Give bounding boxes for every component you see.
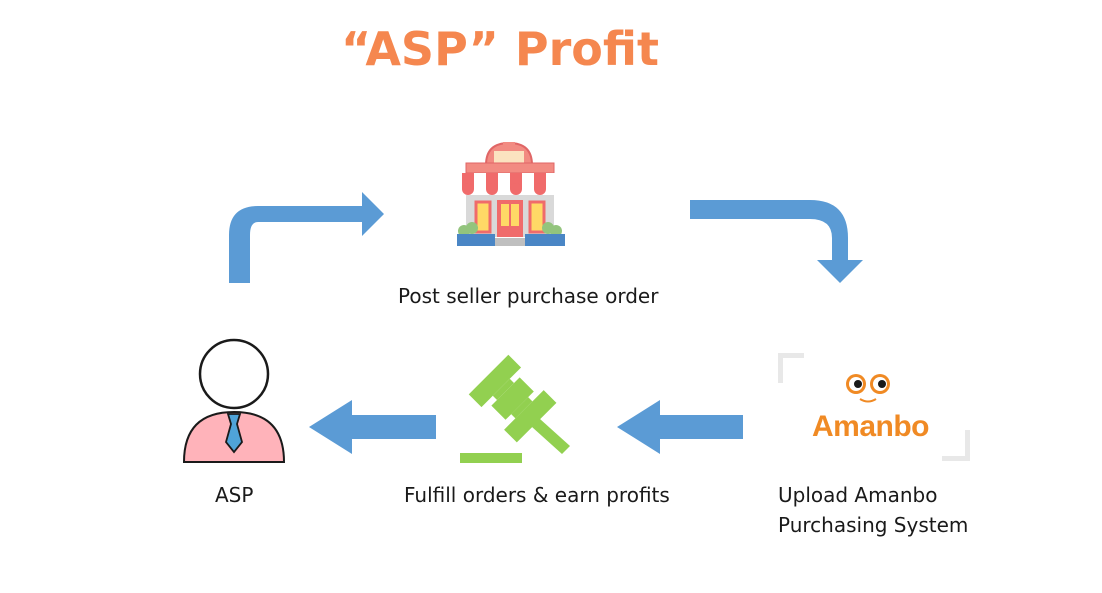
amanbo-logo-frame <box>778 353 970 461</box>
arrow-gavel-to-asp <box>309 400 436 454</box>
storefront-icon <box>457 141 565 246</box>
amanbo-mascot-icon <box>846 374 890 403</box>
page-title: “ASP” Profit <box>341 22 659 76</box>
upload-label-line2: Purchasing System <box>778 513 969 537</box>
asp-label: ASP <box>215 483 254 507</box>
arrow-amanbo-to-gavel <box>617 400 743 454</box>
arrow-store-to-amanbo <box>690 200 863 283</box>
post-order-label: Post seller purchase order <box>398 284 659 308</box>
fulfill-label: Fulfill orders & earn profits <box>404 483 670 507</box>
upload-label: Upload Amanbo Purchasing System <box>778 480 968 540</box>
person-icon <box>182 338 286 463</box>
amanbo-logo-text: Amanbo <box>812 410 930 443</box>
upload-label-line1: Upload Amanbo <box>778 483 938 507</box>
gavel-icon <box>460 354 570 463</box>
arrow-asp-to-store <box>229 192 384 283</box>
